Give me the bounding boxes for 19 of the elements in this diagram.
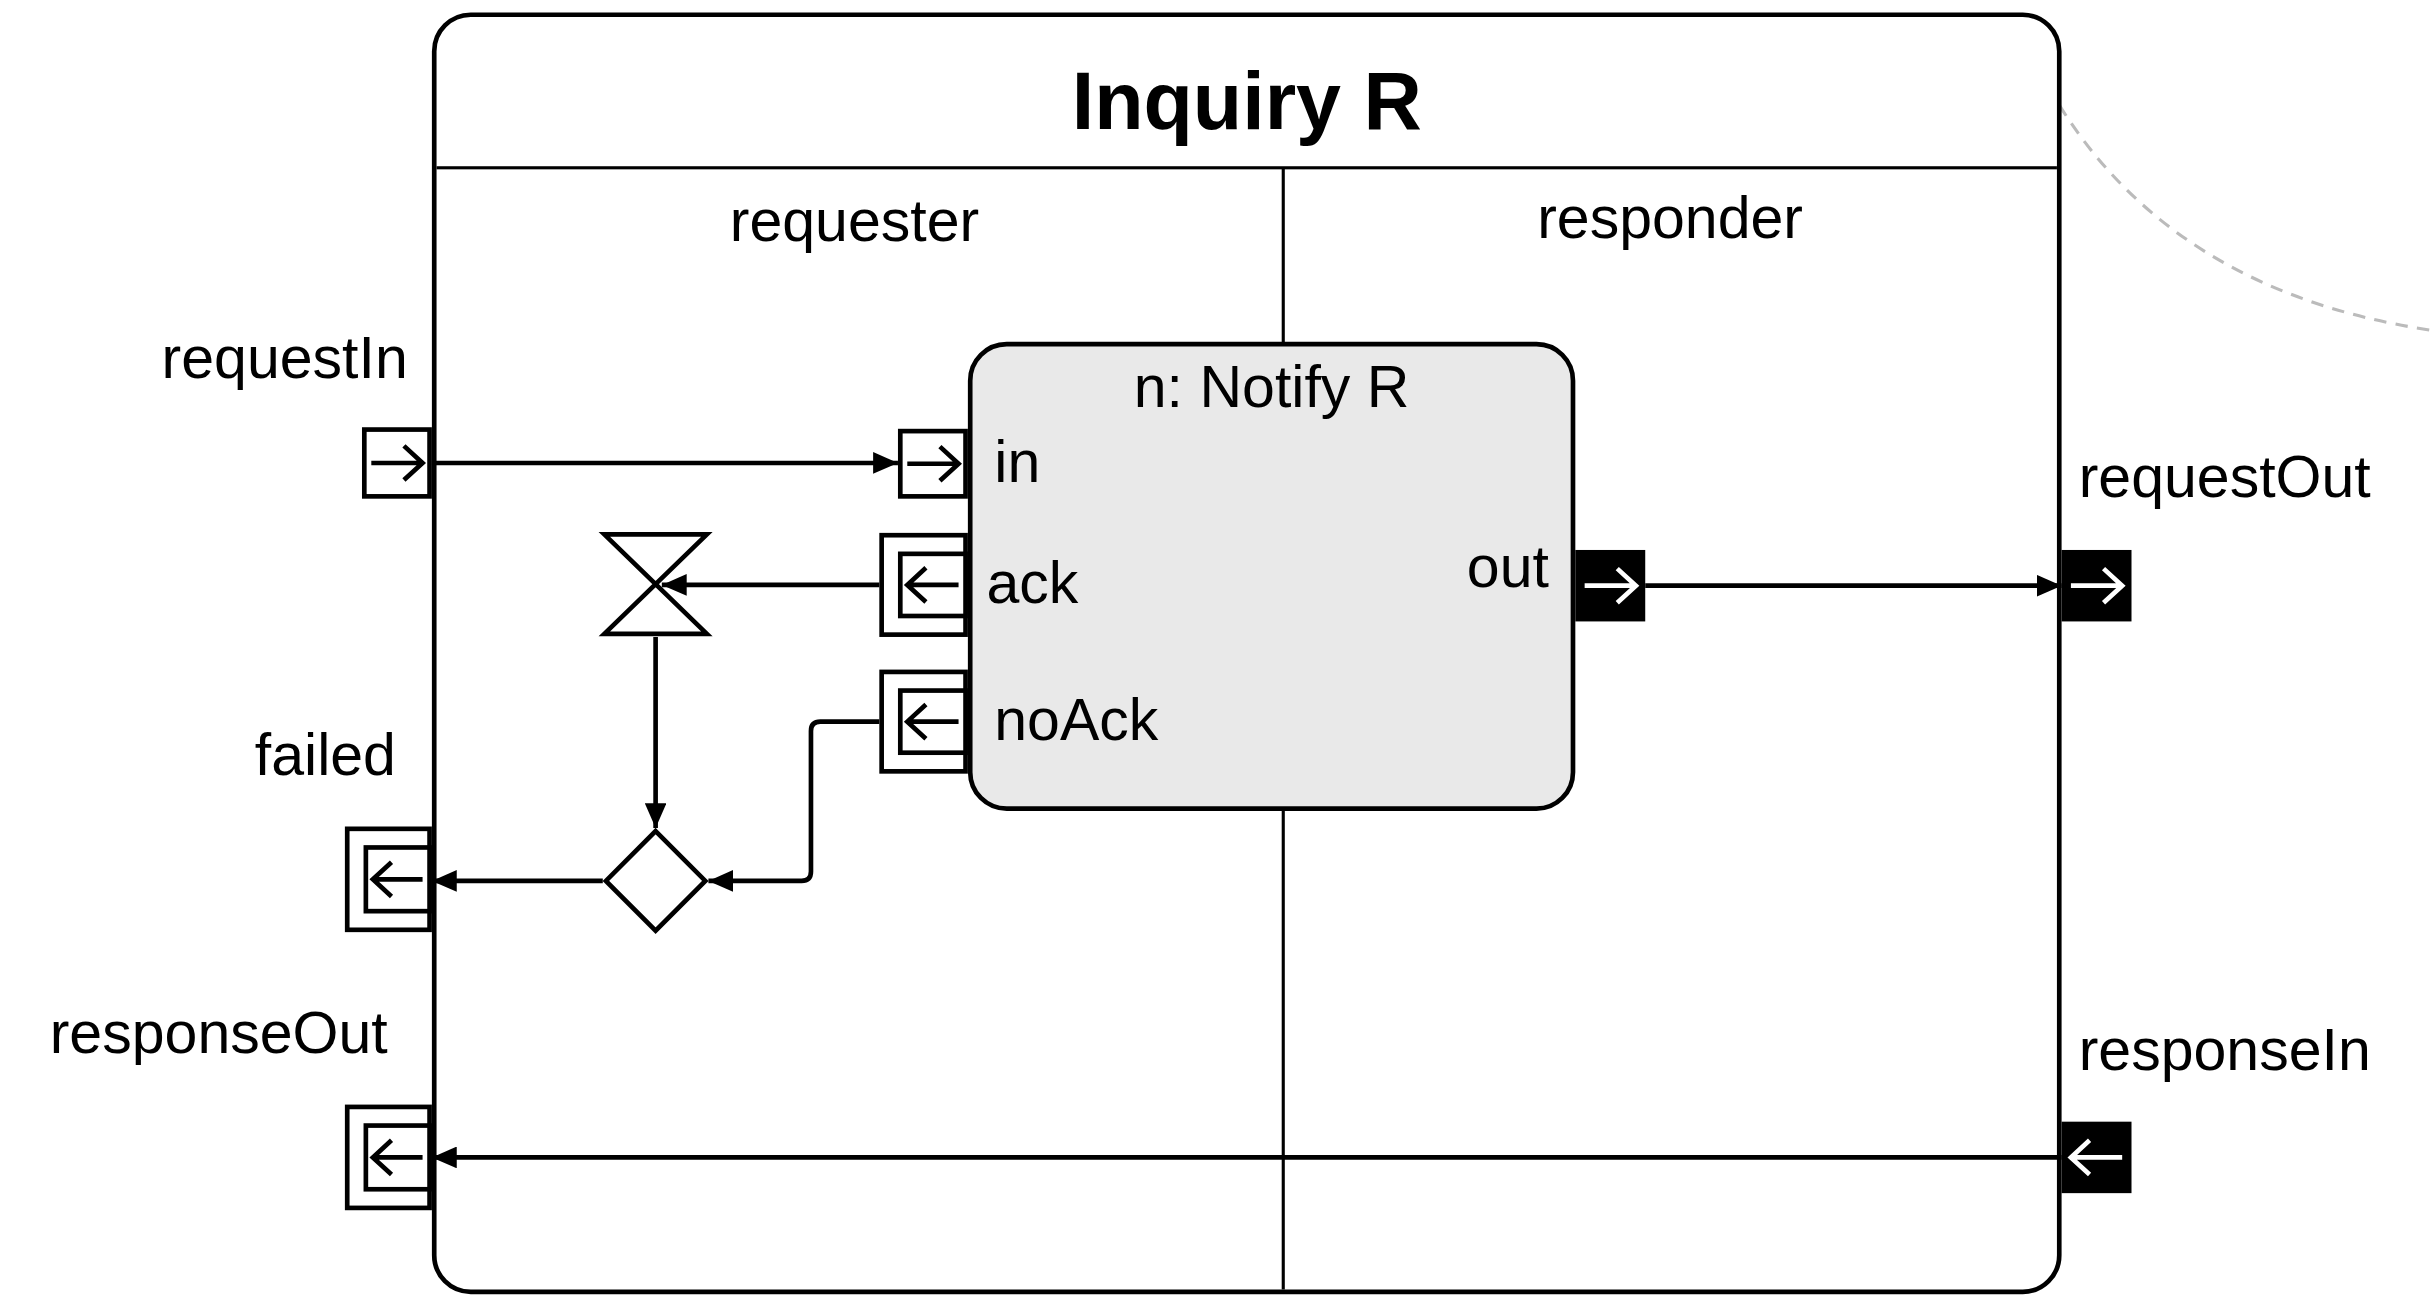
lane-label: requester: [729, 187, 980, 255]
port-label: failed: [254, 721, 396, 790]
port-label: responseIn: [2078, 1016, 2371, 1085]
component-box: [967, 341, 1576, 811]
port-label: responseOut: [49, 999, 388, 1068]
lane-label: responder: [1537, 183, 1803, 252]
port-label: requestOut: [2078, 443, 2371, 512]
port-label: requestIn: [161, 323, 408, 392]
frame-title: Inquiry R: [1070, 54, 1423, 148]
arrow: [644, 636, 667, 829]
component-title: n: Notify R: [1132, 353, 1411, 421]
arrow: [708, 719, 880, 892]
port-label: out: [1466, 533, 1549, 602]
arrow: [661, 574, 880, 596]
frame-box: [431, 12, 2062, 1295]
port-label: noAck: [994, 685, 1159, 754]
port-label: in: [994, 427, 1041, 496]
port-label: ack: [986, 548, 1079, 617]
arrow: [1645, 574, 2062, 597]
